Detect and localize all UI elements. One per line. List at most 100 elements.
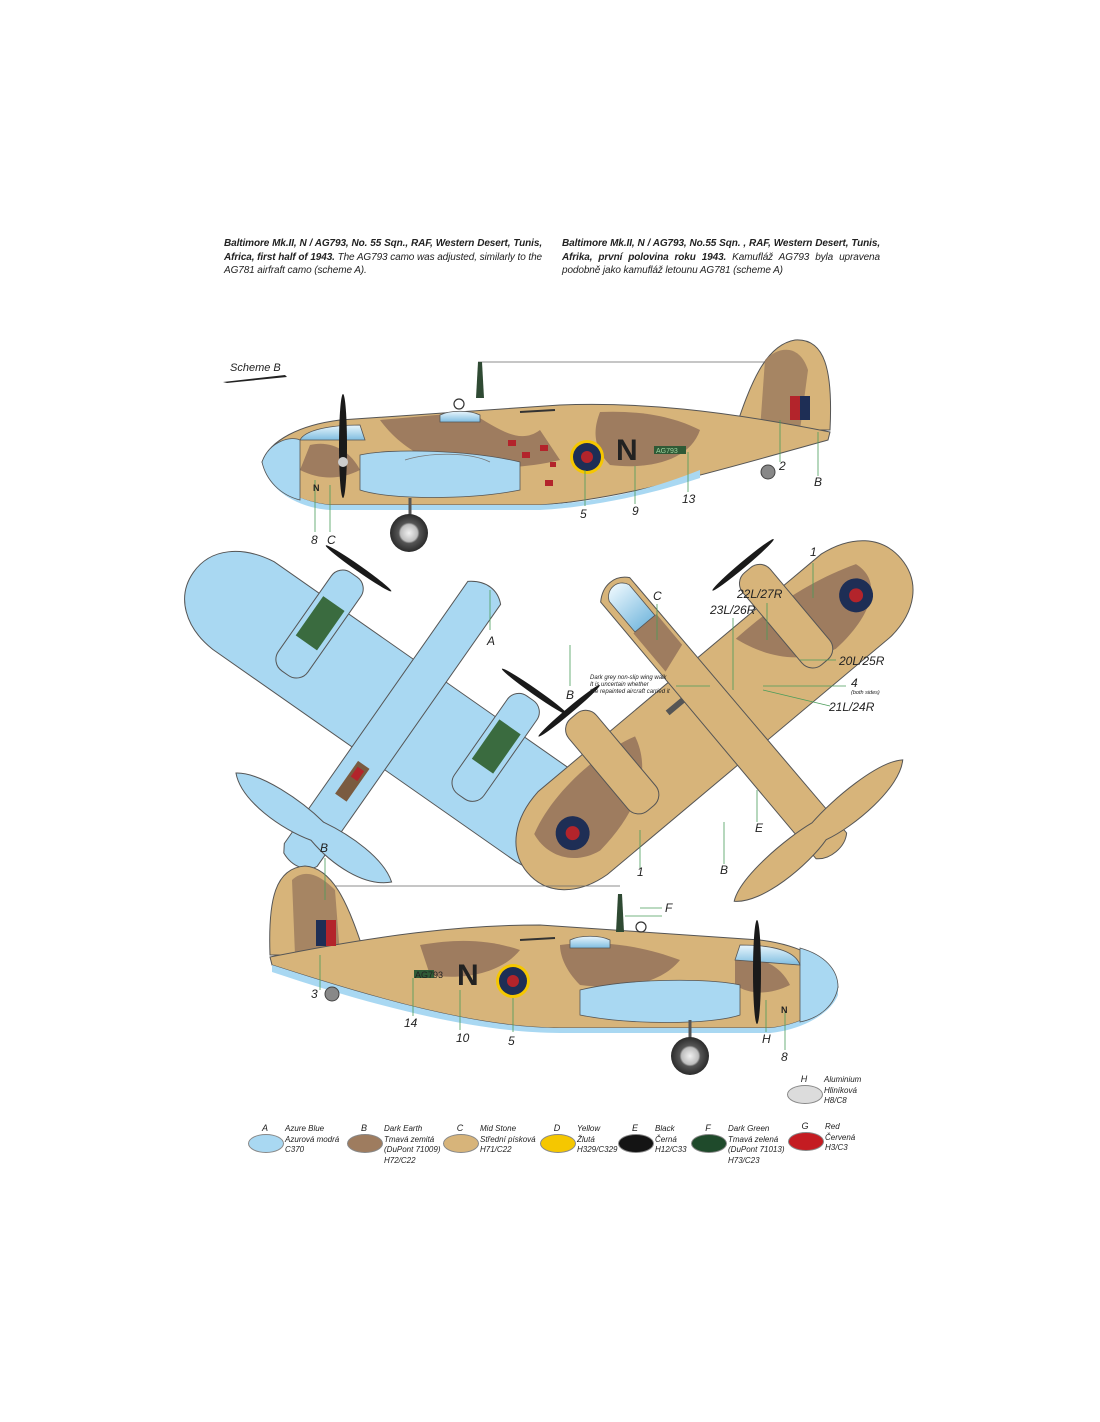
- callout-top-8: 8: [311, 533, 318, 547]
- legend-letter: E: [631, 1123, 638, 1133]
- callout-plan-a: A: [487, 634, 496, 648]
- legend-line: C370: [285, 1145, 305, 1154]
- callout-13: 13: [682, 492, 696, 506]
- callout-bottom-5: 5: [508, 1034, 515, 1048]
- legend-line: Yellow: [577, 1124, 601, 1133]
- legend-letter: G: [801, 1121, 809, 1131]
- walkway-note-line-1: Dark grey non-slip wing walk: [590, 675, 667, 681]
- legend-line: H73/C23: [728, 1155, 760, 1165]
- code-letter-left: N: [616, 434, 638, 467]
- walkway-note-line-2: It is uncertain whether: [590, 682, 649, 688]
- callout-9: 9: [632, 504, 639, 518]
- serial-left: AG793: [656, 448, 678, 455]
- callout-23l-26r: 23L/26R: [710, 603, 756, 617]
- legend-swatch: [691, 1134, 727, 1153]
- legend-swatch: [618, 1134, 654, 1153]
- legend-line: H12/C33: [655, 1145, 687, 1154]
- caption-english-bold: Baltimore Mk.II, N / AG793, No. 55 Sqn.,…: [224, 238, 542, 263]
- legend-letter: D: [553, 1123, 561, 1133]
- legend-line: Dark Green: [728, 1124, 770, 1133]
- legend-line: H71/C22: [480, 1145, 512, 1154]
- legend-line: Red: [825, 1122, 840, 1131]
- caption-czech-bold: Baltimore Mk.II, N / AG793, No.55 Sqn. ,…: [562, 238, 880, 263]
- legend-line: Azure Blue: [285, 1124, 325, 1133]
- upper-plan-view: [515, 539, 914, 902]
- legend-line: Aluminium: [824, 1075, 862, 1084]
- legend-line: Červená: [825, 1132, 856, 1142]
- legend-letter: F: [705, 1123, 711, 1133]
- legend-line: Střední písková: [480, 1134, 536, 1144]
- legend-line: Žlutá: [577, 1134, 595, 1144]
- callout-10: 10: [456, 1031, 470, 1045]
- callout-bottom-b: B: [320, 841, 329, 855]
- caption-english-rest: The AG793 camo was adjusted, similarly t…: [224, 251, 543, 277]
- legend-line: Tmavá zemitá: [384, 1134, 435, 1144]
- caption-czech-rest: Kamufláž AG793 byla upravena podobně jak…: [562, 251, 880, 277]
- nose-code-right: N: [781, 1005, 788, 1015]
- legend-letter: C: [456, 1123, 464, 1133]
- legend-letter: B: [360, 1123, 367, 1133]
- right-profile-view: [269, 858, 839, 1075]
- legend-line: Black: [655, 1124, 675, 1133]
- legend-swatch: [540, 1134, 576, 1153]
- callout-both-sides: (both sides): [851, 690, 880, 696]
- underside-plan-view: [184, 545, 602, 884]
- callout-21l-24r: 21L/24R: [829, 700, 875, 714]
- legend-swatch: [787, 1085, 823, 1104]
- caption-english: Baltimore Mk.II, N / AG793, No. 55 Sqn.,…: [224, 237, 542, 278]
- callout-20l-25r: 20L/25R: [839, 654, 885, 668]
- legend-line: H3/C3: [825, 1143, 848, 1152]
- upper-view-leaders: [569, 563, 846, 868]
- callout-upper-e: E: [755, 821, 764, 835]
- callout-upper-c: C: [653, 589, 662, 603]
- callout-upper-1a: 1: [810, 545, 817, 559]
- legend-line: Dark Earth: [384, 1124, 423, 1133]
- legend-line: Mid Stone: [480, 1124, 517, 1133]
- left-profile-view: [261, 339, 832, 552]
- legend-swatch: [248, 1134, 284, 1153]
- callout-f: F: [665, 901, 673, 915]
- legend-line: H72/C22: [384, 1155, 416, 1165]
- nose-code-left: N: [313, 483, 320, 493]
- callout-upper-b2: B: [720, 863, 729, 877]
- walkway-note: Dark grey non-slip wing walk It is uncer…: [590, 675, 670, 696]
- callout-bottom-8: 8: [781, 1050, 788, 1064]
- legend-line: (DuPont 71009): [384, 1145, 441, 1154]
- legend-letter: A: [261, 1123, 268, 1133]
- legend-swatch: [347, 1134, 383, 1153]
- legend-swatch: [788, 1132, 824, 1151]
- scheme-underline: [223, 375, 287, 383]
- legend-letter: H: [800, 1074, 808, 1084]
- legend-line: Tmavá zelená: [728, 1134, 779, 1144]
- callout-upper-1b: 1: [637, 865, 644, 879]
- callout-4: 4: [851, 676, 858, 690]
- legend-swatch: [443, 1134, 479, 1153]
- serial-right: AG793: [415, 970, 444, 980]
- callout-top-c: C: [327, 533, 336, 547]
- caption-czech: Baltimore Mk.II, N / AG793, No.55 Sqn. ,…: [562, 237, 880, 278]
- callout-2: 2: [779, 459, 786, 473]
- callout-upper-b1: B: [566, 688, 575, 702]
- callout-h: H: [762, 1032, 771, 1046]
- walkway-note-line-3: the repainted aircraft carried it: [590, 689, 670, 695]
- callout-top-b: B: [814, 475, 823, 489]
- legend-line: (DuPont 71013): [728, 1145, 785, 1154]
- legend-line: Azurová modrá: [285, 1134, 340, 1144]
- code-letter-right: N: [457, 959, 479, 992]
- callout-3: 3: [311, 987, 318, 1001]
- callout-top-5: 5: [580, 507, 587, 521]
- legend-line: H8/C8: [824, 1096, 847, 1105]
- legend-line: H329/C329: [577, 1145, 618, 1154]
- scheme-label: Scheme B: [230, 362, 281, 374]
- legend-line: Hliníková: [824, 1085, 857, 1095]
- callout-22l-27r: 22L/27R: [737, 587, 783, 601]
- legend-line: Černá: [655, 1134, 677, 1144]
